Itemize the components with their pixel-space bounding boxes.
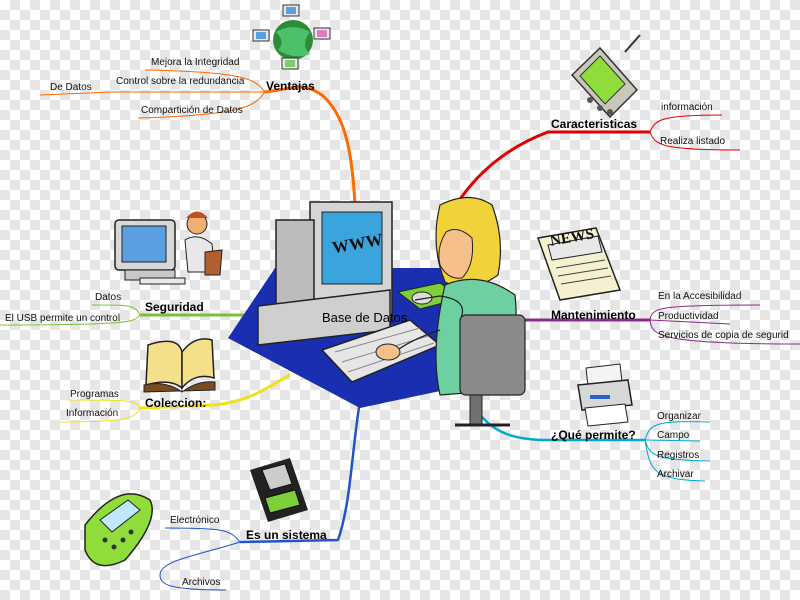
book-icon <box>143 338 216 393</box>
que-permite-sub-1 <box>644 421 711 441</box>
que-permite-sub-4 <box>644 439 706 482</box>
que-permite-item-4: Archivar <box>657 469 694 480</box>
mantenimiento-item-3: Servicios de copia de segurid <box>658 330 789 341</box>
computer-icon <box>228 201 465 408</box>
newspaper-icon <box>536 227 622 301</box>
coleccion-sub-1 <box>67 399 141 409</box>
caracteristicas-item-1: información <box>661 102 713 113</box>
seguridad-sub-2 <box>0 314 141 326</box>
mantenimiento-item-1: En la Accesibilidad <box>658 291 742 302</box>
sistema-branch <box>239 389 364 544</box>
que-permite-item-1: Organizar <box>657 411 701 422</box>
ventajas-branch <box>264 85 357 206</box>
que-permite-sub-2 <box>644 439 701 442</box>
sistema-sub-1 <box>164 527 241 543</box>
mobile-phone-icon <box>84 493 153 567</box>
pda-icon <box>570 34 641 119</box>
ventajas-item-1: Mejora la Integridad <box>151 57 240 68</box>
ventajas-sub-4 <box>39 91 113 96</box>
que-permite-heading: ¿Qué permite? <box>551 428 636 442</box>
center-node-label: Base de Datos <box>322 310 408 325</box>
caracteristicas-item-2: Realiza listado <box>660 136 726 147</box>
woman-icon <box>375 196 526 427</box>
seguridad-sub-1 <box>91 304 141 316</box>
coleccion-heading: Coleccion: <box>145 396 207 410</box>
ventajas-item-3: De Datos <box>50 82 92 93</box>
ventajas-sub-3 <box>137 91 266 119</box>
sistema-sub-2 <box>159 541 241 591</box>
mantenimiento-sub-3 <box>649 319 800 345</box>
sistema-item-2: Archivos <box>182 577 221 588</box>
caracteristicas-sub-2 <box>649 131 741 151</box>
sistema-item-1: Electrónico <box>170 515 220 526</box>
sistema-heading: Es un sistema <box>246 528 327 542</box>
que-permite-sub-3 <box>644 439 711 462</box>
que-permite-item-2: Campo <box>657 430 690 441</box>
floppy-disk-icon <box>250 458 308 522</box>
seguridad-item-1: Datos <box>95 292 122 303</box>
security-person-icon <box>114 211 223 285</box>
caracteristicas-heading: Caracteristicas <box>551 117 638 131</box>
mantenimiento-heading: Mantenimiento <box>551 308 636 322</box>
coleccion-branch <box>139 373 291 410</box>
mantenimiento-sub-2 <box>649 319 731 325</box>
mantenimiento-sub-1 <box>649 304 761 321</box>
ventajas-item-4: Compartición de Datos <box>141 105 243 116</box>
ventajas-heading: Ventajas <box>266 79 315 93</box>
mantenimiento-item-2: Productividad <box>658 311 719 322</box>
que-permite-item-3: Registros <box>657 450 700 461</box>
network-globe-icon <box>252 4 331 70</box>
ventajas-item-2: Control sobre la redundancia <box>116 76 245 87</box>
seguridad-heading: Seguridad <box>145 300 204 314</box>
ventajas-sub-1 <box>144 69 266 93</box>
coleccion-item-2: Información <box>66 408 119 419</box>
caracteristicas-sub-1 <box>649 114 723 133</box>
coleccion-item-1: Programas <box>70 389 119 400</box>
printer-icon <box>577 363 633 427</box>
coleccion-sub-2 <box>59 407 141 423</box>
seguridad-item-2: El USB permite un control <box>5 313 121 324</box>
